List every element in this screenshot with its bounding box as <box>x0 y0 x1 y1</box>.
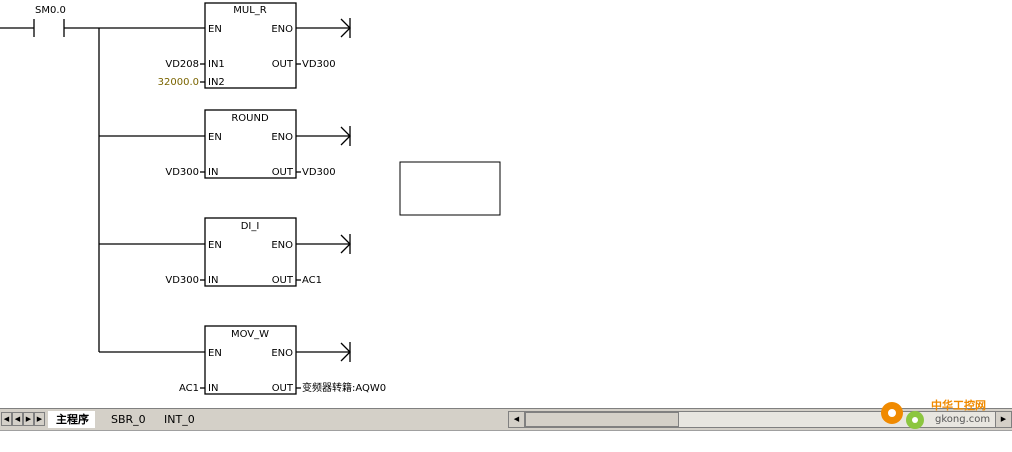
gear-logo-icon <box>881 402 924 429</box>
operand-out[interactable]: AC1 <box>302 275 322 286</box>
out-pin: OUT <box>272 275 294 286</box>
eno-pin: ENO <box>271 348 293 359</box>
empty-selection-box[interactable] <box>399 161 501 216</box>
tab-main-program[interactable]: 主程序 <box>48 411 95 428</box>
tab-sbr-0[interactable]: SBR_0 <box>111 413 146 426</box>
nav-next-icon[interactable]: ▶ <box>23 412 34 426</box>
instruction-box-round[interactable]: ROUND EN ENO IN OUT <box>204 109 297 179</box>
operand-in[interactable]: AC1 <box>179 383 199 394</box>
nav-first-icon[interactable]: ◀ <box>1 412 12 426</box>
eno-pin: ENO <box>271 24 293 35</box>
eno-pin: ENO <box>271 132 293 143</box>
contact-label[interactable]: SM0.0 <box>35 5 66 16</box>
in2-pin: IN2 <box>208 77 225 88</box>
instruction-box-mul-r[interactable]: MUL_R EN ENO IN1 IN2 OUT <box>204 2 297 89</box>
operand-in2-constant[interactable]: 32000.0 <box>158 77 199 88</box>
box-title: DI_I <box>241 221 260 232</box>
out-pin: OUT <box>272 59 294 70</box>
instruction-box-mov-w[interactable]: MOV_W EN ENO IN OUT <box>204 325 297 395</box>
operand-in1[interactable]: VD208 <box>165 59 199 70</box>
en-pin: EN <box>208 132 222 143</box>
scroll-left-icon[interactable]: ◀ <box>509 412 525 427</box>
watermark-url: gkong.com <box>935 414 990 425</box>
out-pin: OUT <box>272 383 294 394</box>
status-strip <box>0 430 1012 452</box>
in-pin: IN <box>208 275 218 286</box>
gkong-watermark: 中华工控网 gkong.com <box>881 398 990 429</box>
box-title: MOV_W <box>231 329 269 340</box>
scroll-right-icon[interactable]: ▶ <box>995 412 1011 427</box>
operand-out[interactable]: VD300 <box>302 59 336 70</box>
en-pin: EN <box>208 24 222 35</box>
in1-pin: IN1 <box>208 59 225 70</box>
eno-pin: ENO <box>271 240 293 251</box>
operand-in[interactable]: VD300 <box>165 275 199 286</box>
en-pin: EN <box>208 348 222 359</box>
operand-out[interactable]: 变频器转籍:AQW0 <box>302 381 386 394</box>
en-pin: EN <box>208 240 222 251</box>
in-pin: IN <box>208 383 218 394</box>
operand-in[interactable]: VD300 <box>165 167 199 178</box>
operand-out[interactable]: VD300 <box>302 167 336 178</box>
box-title: MUL_R <box>233 5 267 16</box>
box-title: ROUND <box>231 113 269 124</box>
instruction-box-di-i[interactable]: DI_I EN ENO IN OUT <box>204 217 297 287</box>
tab-int-0[interactable]: INT_0 <box>164 413 195 426</box>
watermark-name: 中华工控网 <box>931 398 986 412</box>
scroll-thumb[interactable] <box>525 412 679 427</box>
ladder-network: SM0.0 MUL_R EN ENO IN1 IN2 OUT VD208 320… <box>0 2 501 395</box>
in-pin: IN <box>208 167 218 178</box>
nav-prev-icon[interactable]: ◀ <box>12 412 23 426</box>
tab-bar: ◀ ◀ ▶ ▶ 主程序 SBR_0 INT_0 ◀ ▶ <box>0 408 1012 431</box>
out-pin: OUT <box>272 167 294 178</box>
nav-last-icon[interactable]: ▶ <box>34 412 45 426</box>
